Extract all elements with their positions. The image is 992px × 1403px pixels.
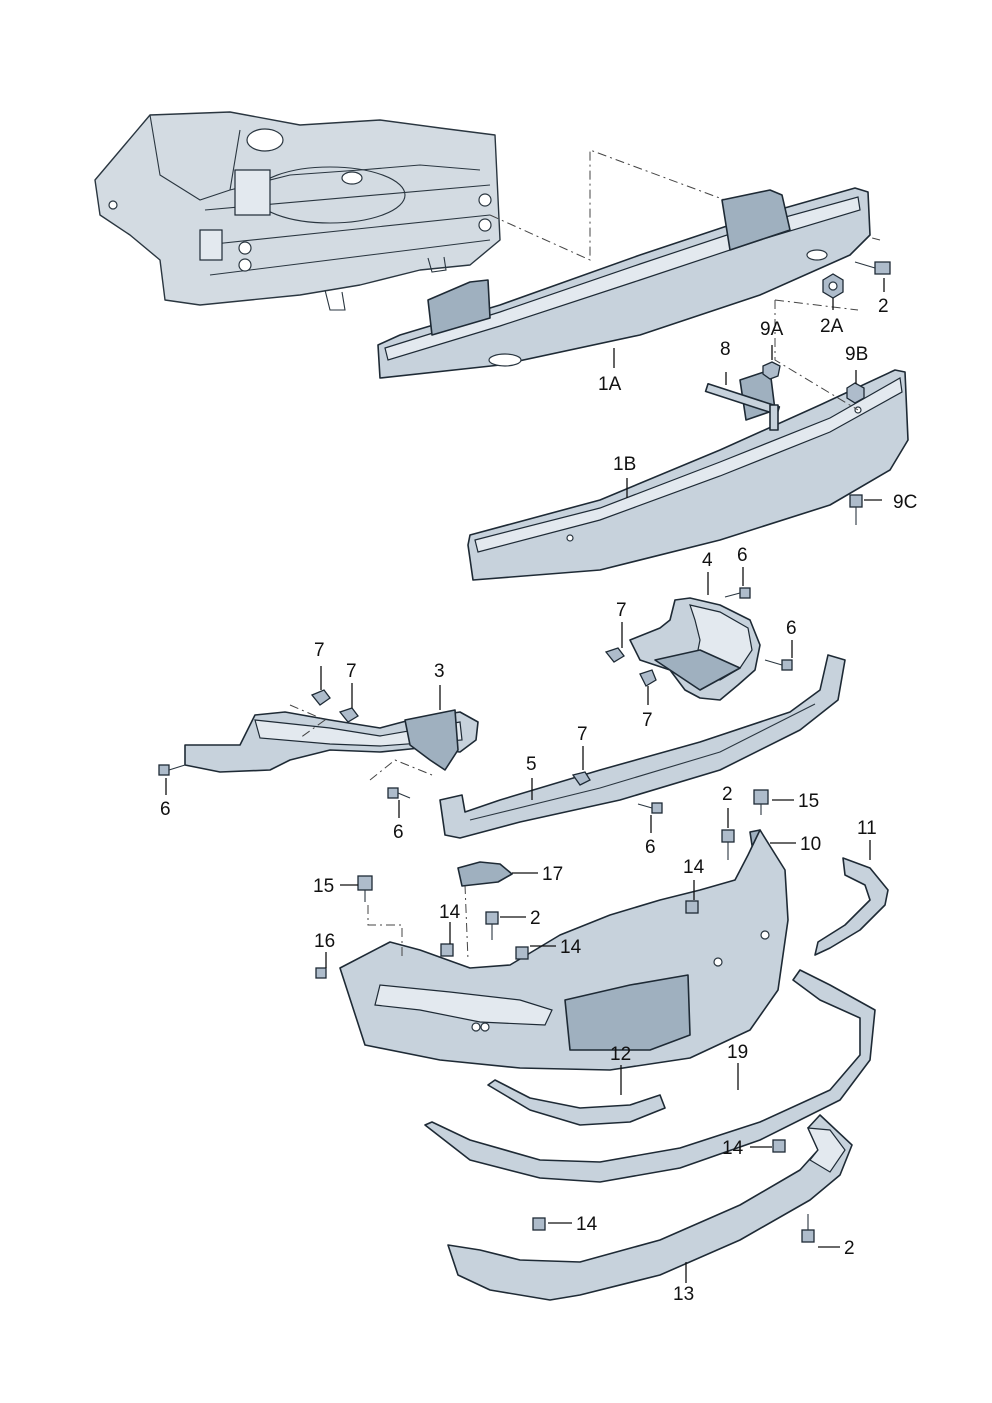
part-8-bracket: [704, 369, 781, 431]
callout-2-b: 2: [722, 784, 733, 805]
callout-5: 5: [526, 754, 537, 775]
callout-12: 12: [610, 1044, 631, 1065]
callout-15-right: 15: [798, 791, 819, 812]
fastener-2A: [822, 273, 844, 299]
callout-14-a: 14: [683, 857, 705, 878]
callout-6-mid: 6: [393, 822, 404, 843]
fastener-9A: [762, 361, 781, 380]
part-1B-impact-absorber: [467, 369, 909, 581]
leader-lines: [165, 278, 885, 1283]
part-bumper-cover: [339, 829, 789, 1071]
callout-6-top: 6: [737, 545, 748, 566]
nut-14-b: [440, 943, 454, 957]
screw-2-c: [801, 1214, 815, 1243]
part-11-side-trim: [814, 857, 889, 956]
part-17-bracket: [457, 861, 513, 887]
callout-labels: 1A 2 2A 8 9A 9B 9C 1B 4 6 7 6 7 7 7 3 6 …: [160, 296, 917, 1305]
fastener-9B: [846, 382, 865, 404]
fastener-2-top: [854, 261, 891, 275]
callout-2A: 2A: [820, 316, 844, 337]
callout-8: 8: [720, 339, 731, 360]
screw-16: [315, 967, 327, 979]
callout-6-left: 6: [160, 799, 171, 820]
nut-14-c: [515, 946, 529, 960]
callout-6-lower: 6: [645, 837, 656, 858]
screw-2-a: [721, 829, 735, 860]
part-3-guide-bracket-left: [184, 709, 479, 773]
clip-7-e: [639, 669, 657, 687]
clip-7-b: [338, 707, 359, 723]
clip-7-d: [604, 647, 625, 663]
callout-6-right: 6: [786, 618, 797, 639]
callout-1B: 1B: [613, 454, 636, 475]
callout-16: 16: [314, 931, 335, 952]
callout-14-d: 14: [722, 1138, 744, 1159]
callout-7-left-b: 7: [346, 661, 357, 682]
nut-14-e: [532, 1217, 546, 1231]
callout-1A: 1A: [598, 374, 622, 395]
part-19-spoiler: [424, 969, 876, 1183]
callout-9A: 9A: [760, 319, 784, 340]
callout-2-d: 2: [844, 1238, 855, 1259]
part-12-trim-strip: [487, 1079, 666, 1126]
callout-10: 10: [800, 834, 821, 855]
callout-2-c: 2: [530, 908, 541, 929]
callout-14-e: 14: [576, 1214, 598, 1235]
rear-body-section: [94, 111, 501, 311]
nut-14-d: [772, 1139, 786, 1153]
callout-14-b: 14: [439, 902, 461, 923]
screw-6-top: [724, 587, 751, 599]
clip-7-a: [310, 689, 331, 706]
callout-7-left-a: 7: [314, 640, 325, 661]
screw-6-right: [764, 659, 793, 671]
part-5-guide-profile: [439, 654, 846, 839]
clip-15-a: [357, 875, 373, 902]
callout-9C: 9C: [893, 492, 917, 513]
callout-7-upper-right: 7: [616, 600, 627, 621]
callout-13: 13: [673, 1284, 694, 1305]
screw-2-b: [485, 911, 499, 940]
callout-19: 19: [727, 1042, 748, 1063]
callout-2-top: 2: [878, 296, 889, 317]
nut-14-a: [685, 900, 699, 914]
fastener-9C: [849, 494, 863, 525]
part-4-guide-bracket-right: [629, 597, 761, 701]
clip-7-c: [571, 771, 591, 786]
callout-14-c: 14: [560, 937, 582, 958]
screw-6-mid: [387, 787, 411, 799]
callout-11: 11: [857, 818, 877, 839]
callout-15-left: 15: [313, 876, 334, 897]
screw-6-lower: [637, 802, 663, 814]
callout-7-mid: 7: [577, 724, 588, 745]
callout-4: 4: [702, 550, 713, 571]
part-13-diffuser: [447, 1114, 853, 1301]
callout-3: 3: [434, 661, 445, 682]
screw-6-left: [158, 764, 186, 776]
callout-17: 17: [542, 864, 563, 885]
callout-9B: 9B: [845, 344, 868, 365]
callout-7-lower-right: 7: [642, 710, 653, 731]
part-1A-bumper-reinforcement: [377, 187, 871, 379]
clip-15-b: [753, 789, 769, 815]
